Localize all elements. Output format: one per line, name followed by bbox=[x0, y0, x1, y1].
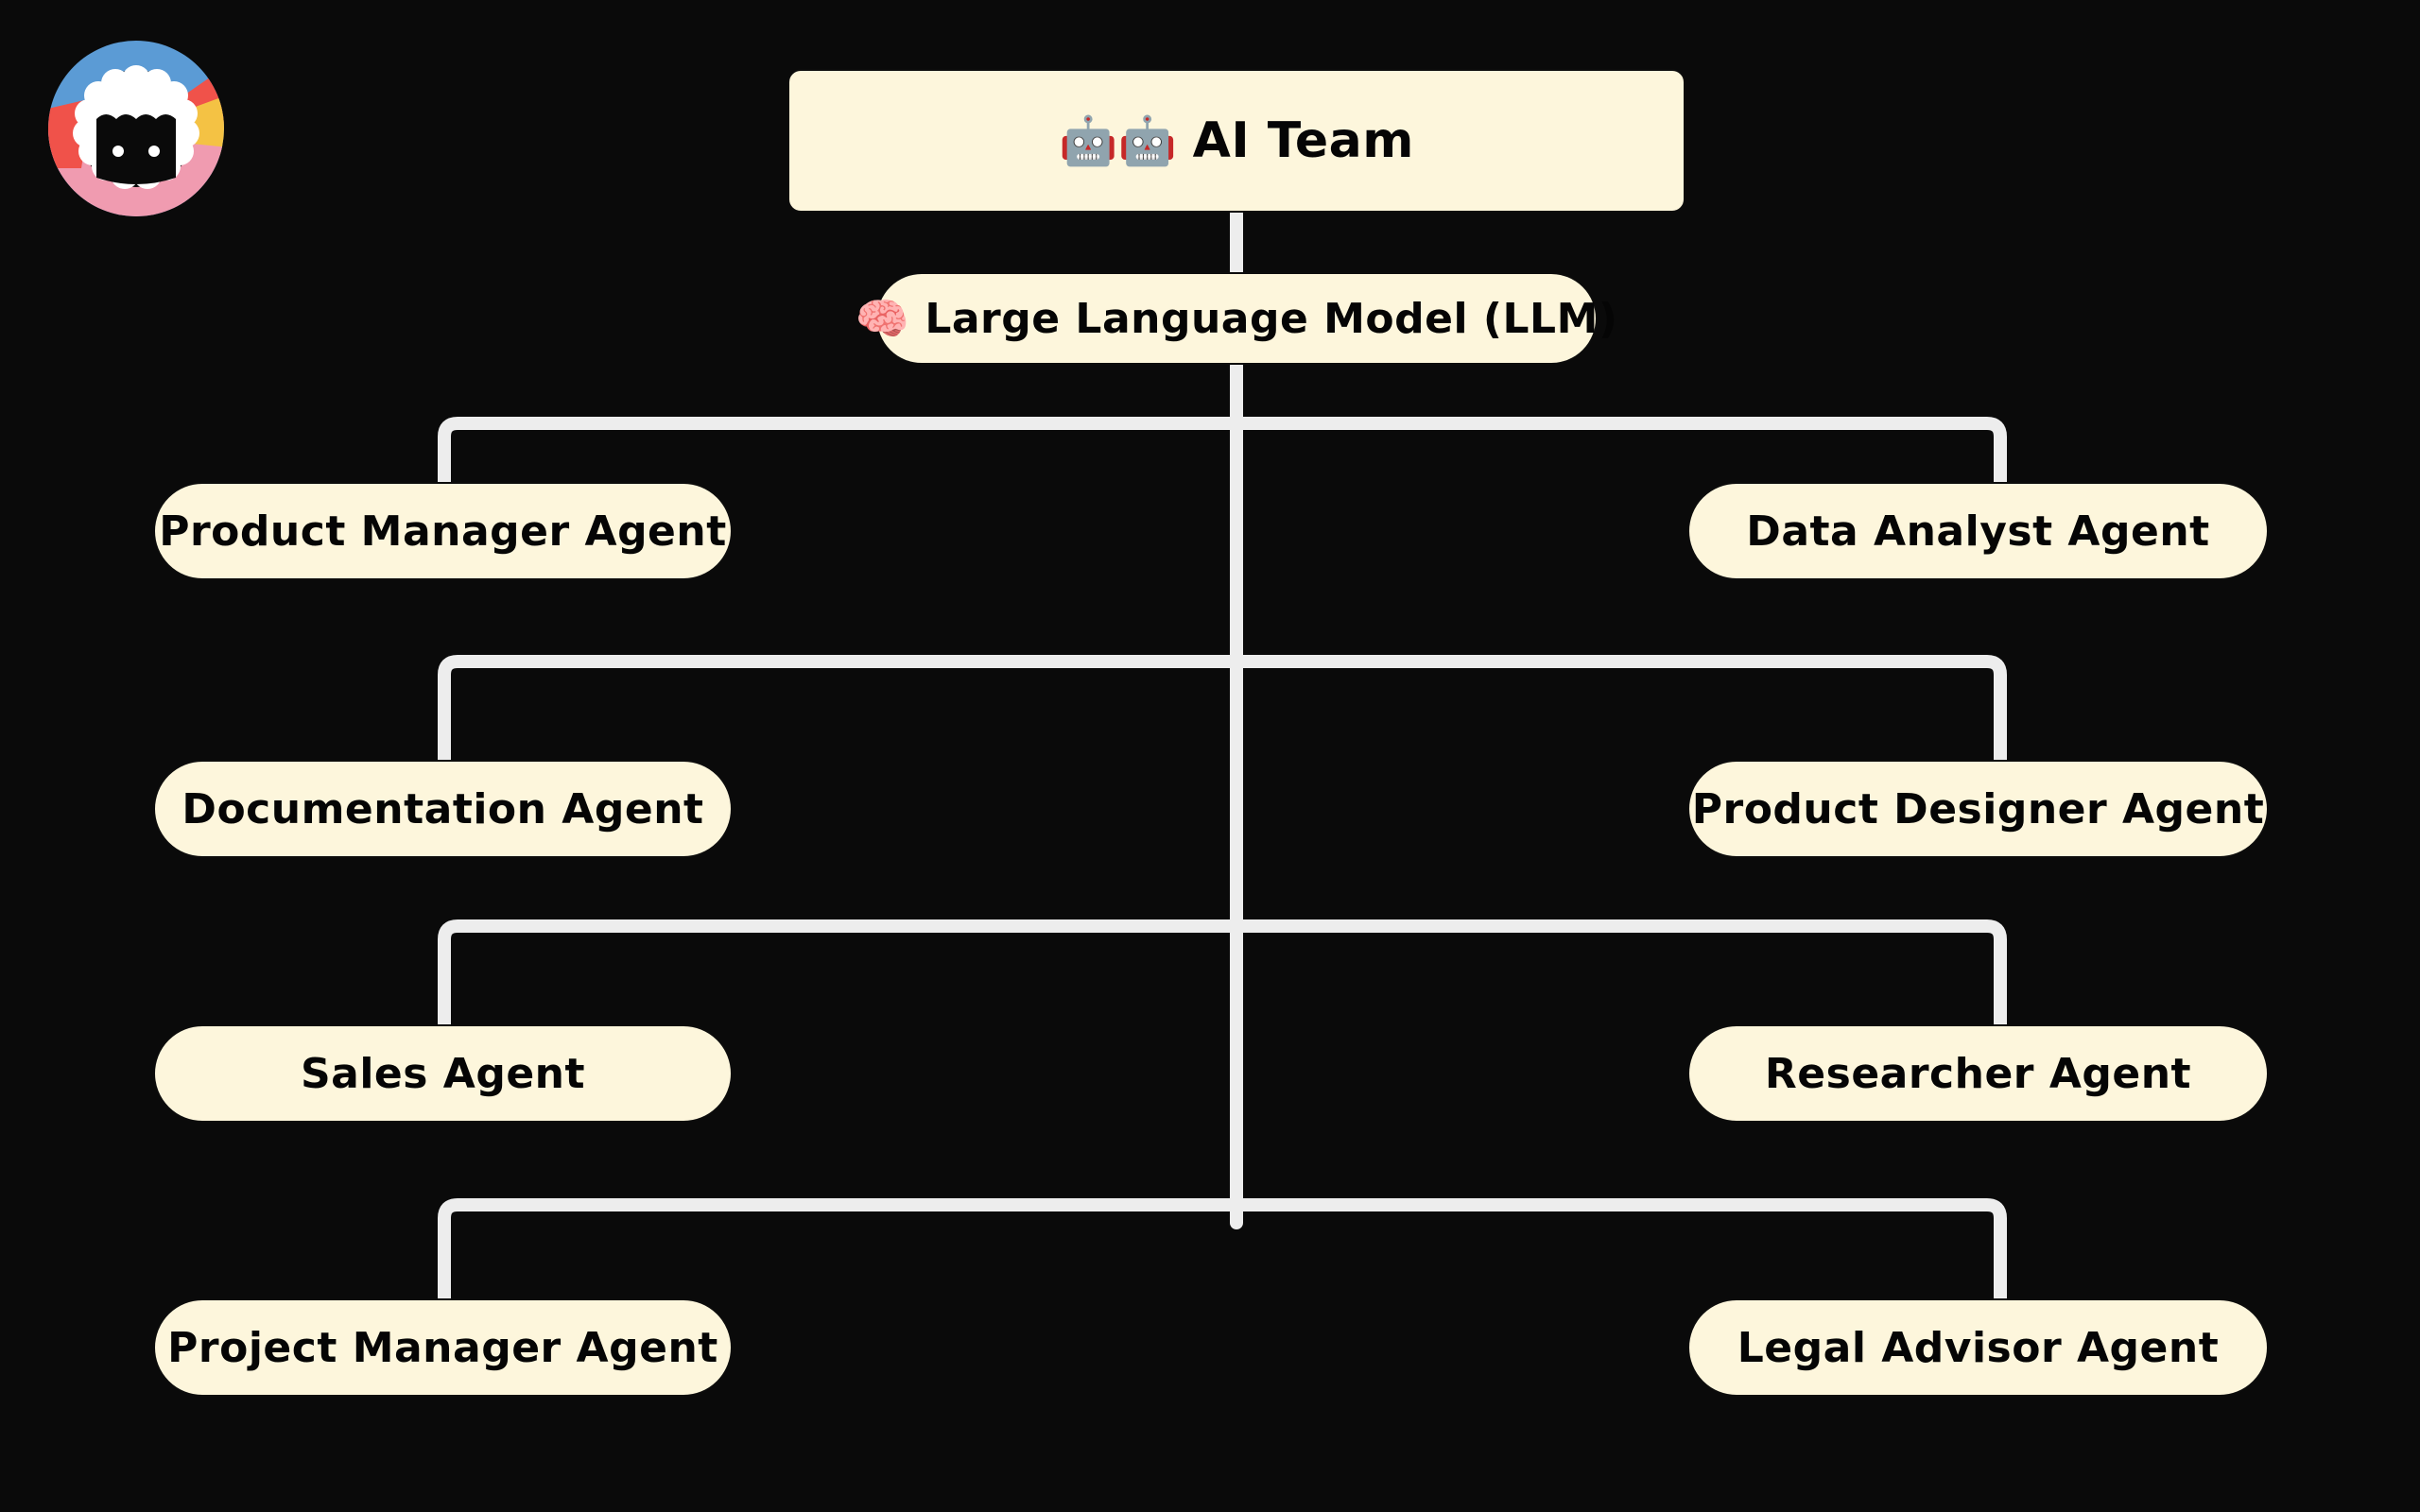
sheep-face bbox=[73, 65, 199, 189]
node-ai-team[interactable]: 🤖🤖 AI Team bbox=[787, 69, 1685, 213]
edge-to-product-designer-agent bbox=[1230, 655, 2007, 774]
node-legal-advisor-agent[interactable]: Legal Advisor Agent bbox=[1687, 1298, 2269, 1397]
node-ai-team-label: AI Team bbox=[1192, 112, 1414, 169]
edge-to-documentation-agent bbox=[438, 655, 1243, 774]
node-data-analyst-agent[interactable]: Data Analyst Agent bbox=[1687, 482, 2269, 580]
edge-to-product-manager-agent bbox=[438, 417, 1243, 496]
node-data-analyst-agent-label: Data Analyst Agent bbox=[1746, 507, 2210, 556]
node-ai-team-content: 🤖🤖 AI Team bbox=[1059, 112, 1414, 169]
node-documentation-agent[interactable]: Documentation Agent bbox=[153, 760, 733, 858]
edge-to-legal-advisor-agent bbox=[1230, 1198, 2007, 1313]
node-sales-agent-label: Sales Agent bbox=[300, 1049, 586, 1098]
node-llm-content: 🧠 Large Language Model (LLM) bbox=[856, 295, 1618, 343]
edge-to-sales-agent bbox=[438, 919, 1243, 1039]
node-project-manager-agent-label: Project Manager Agent bbox=[167, 1323, 718, 1372]
node-documentation-agent-label: Documentation Agent bbox=[182, 784, 704, 833]
node-sales-agent[interactable]: Sales Agent bbox=[153, 1024, 733, 1123]
node-product-manager-agent[interactable]: Product Manager Agent bbox=[153, 482, 733, 580]
node-product-designer-agent-label: Product Designer Agent bbox=[1691, 784, 2265, 833]
sheep-logo-svg bbox=[48, 41, 224, 216]
edge-to-project-manager-agent bbox=[438, 1198, 1243, 1313]
robot-icon: 🤖🤖 bbox=[1059, 113, 1178, 168]
node-product-manager-agent-label: Product Manager Agent bbox=[159, 507, 727, 556]
edge-to-researcher-agent bbox=[1230, 919, 2007, 1039]
node-product-designer-agent[interactable]: Product Designer Agent bbox=[1687, 760, 2269, 858]
node-researcher-agent[interactable]: Researcher Agent bbox=[1687, 1024, 2269, 1123]
node-project-manager-agent[interactable]: Project Manager Agent bbox=[153, 1298, 733, 1397]
sheep-logo bbox=[43, 36, 229, 221]
node-researcher-agent-label: Researcher Agent bbox=[1764, 1049, 2192, 1098]
edge-to-data-analyst-agent bbox=[1230, 417, 2007, 496]
node-llm-label: Large Language Model (LLM) bbox=[925, 294, 1618, 343]
brain-icon: 🧠 bbox=[855, 293, 910, 344]
node-legal-advisor-agent-label: Legal Advisor Agent bbox=[1737, 1323, 2220, 1372]
node-llm[interactable]: 🧠 Large Language Model (LLM) bbox=[856, 272, 1617, 365]
